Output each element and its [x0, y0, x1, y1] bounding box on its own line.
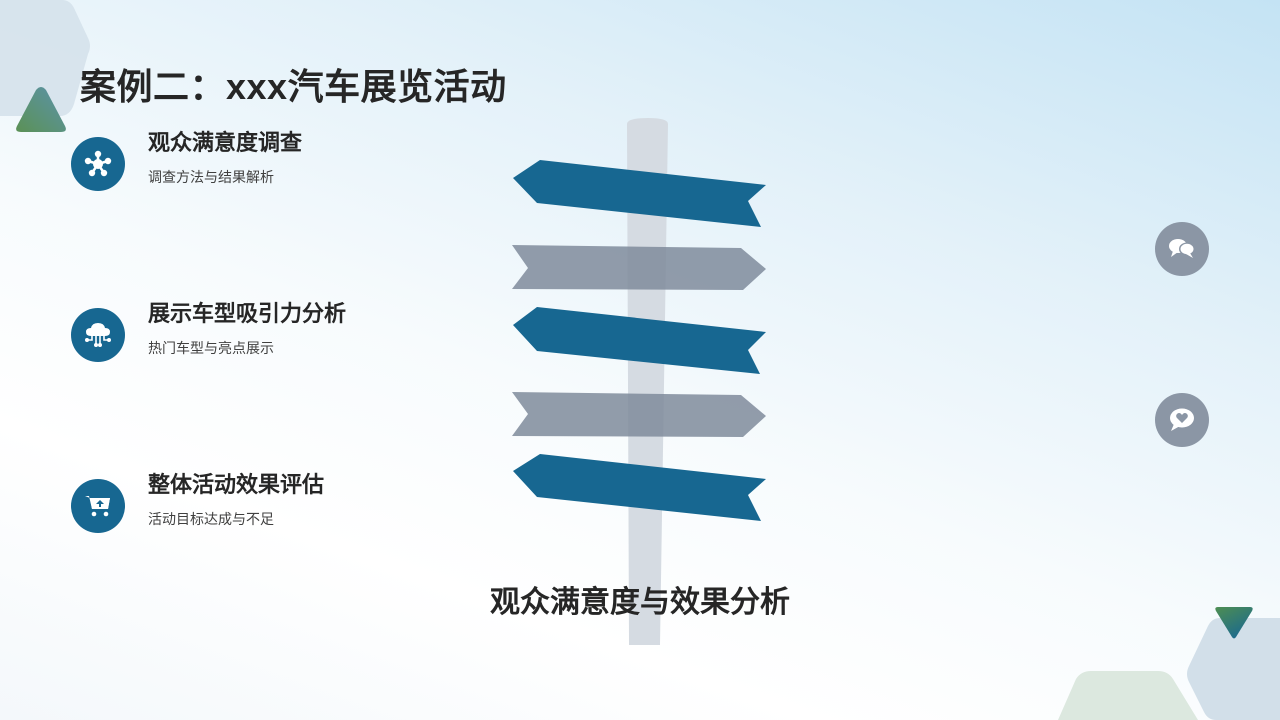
signpost-arrow-gray-1	[512, 245, 766, 290]
item-icon-badge	[71, 479, 125, 533]
signpost-arrow-blue-2	[513, 307, 766, 374]
item-icon-badge	[71, 308, 125, 362]
item-icon-badge	[1155, 222, 1209, 276]
item-icon-badge	[71, 137, 125, 191]
item-heading: 展示车型吸引力分析	[148, 301, 347, 326]
signpost-arrow-blue-1	[513, 160, 766, 227]
signpost-graphic	[512, 118, 766, 645]
item-subtitle: 活动目标达成与不足	[148, 511, 274, 527]
bottom-green-hexagon-decoration	[1058, 671, 1198, 720]
item-heading: 观众满意度调查	[148, 130, 303, 155]
item-subtitle: 热门车型与亮点展示	[148, 340, 274, 356]
slide-title: 案例二：xxx汽车展览活动	[80, 66, 507, 107]
bottom-right-triangle-decoration	[1215, 607, 1253, 639]
bottom-right-hexagon-decoration	[1187, 618, 1280, 720]
top-left-triangle-decoration	[16, 87, 66, 132]
top-left-hexagon-decoration	[0, 0, 90, 116]
shopping-cart-upload-icon	[85, 496, 110, 517]
heart-chat-icon	[1170, 408, 1194, 431]
signpost-arrow-blue-3	[513, 454, 766, 521]
chat-bubbles-icon	[1169, 239, 1195, 258]
cloud-network-icon	[85, 323, 111, 347]
signpost-arrow-gray-2	[512, 392, 766, 437]
item-icon-badge	[1155, 393, 1209, 447]
item-subtitle: 调查方法与结果解析	[148, 169, 274, 185]
item-heading: 整体活动效果评估	[148, 472, 325, 497]
network-nodes-icon	[84, 150, 112, 177]
center-caption: 观众满意度与效果分析	[490, 586, 790, 619]
